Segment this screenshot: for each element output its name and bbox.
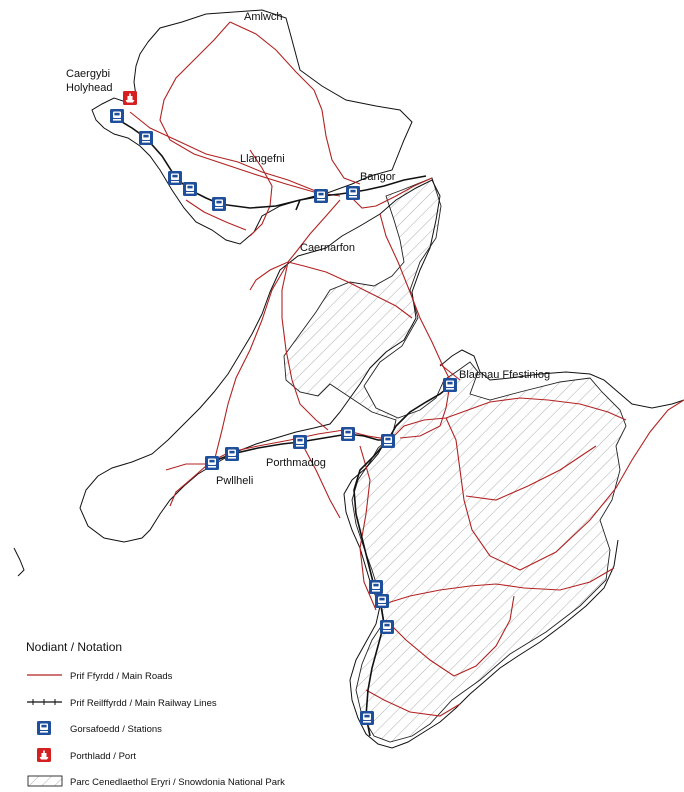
national-park-area xyxy=(283,177,627,743)
place-label-blaenau-ffestiniog: Blaenau Ffestiniog xyxy=(459,369,550,381)
train-station-icon[interactable] xyxy=(443,378,457,392)
train-station-icon[interactable] xyxy=(205,456,219,470)
coastline xyxy=(13,9,684,749)
place-label-pwllheli: Pwllheli xyxy=(216,475,253,487)
train-station-icon[interactable] xyxy=(346,186,360,200)
train-station-icon[interactable] xyxy=(341,427,355,441)
place-labels: Amlwch Caergybi Holyhead Llangefni Bango… xyxy=(66,11,550,487)
main-roads xyxy=(129,21,684,717)
railway-line-icon xyxy=(27,699,62,705)
legend-label-stations: Gorsafoedd / Stations xyxy=(70,724,162,735)
train-station-icon[interactable] xyxy=(375,594,389,608)
legend-label-railways: Prif Reilffyrdd / Main Railway Lines xyxy=(70,698,217,709)
train-station-icon[interactable] xyxy=(212,197,226,211)
train-station-icon[interactable] xyxy=(183,182,197,196)
legend-title: Nodiant / Notation xyxy=(26,640,122,654)
train-station-icon[interactable] xyxy=(380,620,394,634)
ferry-port-icon[interactable] xyxy=(123,91,137,105)
train-station-icon[interactable] xyxy=(225,447,239,461)
train-station-icon[interactable] xyxy=(381,434,395,448)
place-label-llangefni: Llangefni xyxy=(240,153,285,165)
map-legend: Nodiant / Notation Prif Ffyrdd / Main Ro… xyxy=(26,640,285,788)
place-label-caernarfon: Caernarfon xyxy=(300,242,355,254)
place-label-holyhead: Holyhead xyxy=(66,82,112,94)
legend-label-national-park: Parc Cenedlaethol Eryri / Snowdonia Nati… xyxy=(70,777,285,788)
ferry-port-icon xyxy=(37,748,51,762)
national-park-hatch-icon xyxy=(27,775,63,787)
train-station-icon[interactable] xyxy=(139,131,153,145)
legend-label-roads: Prif Ffyrdd / Main Roads xyxy=(70,671,173,682)
train-station-icon[interactable] xyxy=(369,580,383,594)
train-station-icon[interactable] xyxy=(360,711,374,725)
train-station-icon[interactable] xyxy=(110,109,124,123)
place-label-porthmadog: Porthmadog xyxy=(266,457,326,469)
train-station-icon[interactable] xyxy=(168,171,182,185)
place-label-bangor: Bangor xyxy=(360,171,396,183)
train-station-icon[interactable] xyxy=(293,435,307,449)
place-label-amlwch: Amlwch xyxy=(244,11,283,23)
train-station-icon[interactable] xyxy=(314,189,328,203)
legend-label-port: Porthladd / Port xyxy=(70,751,136,762)
train-station-icon xyxy=(37,721,51,735)
place-label-caergybi: Caergybi xyxy=(66,68,110,80)
